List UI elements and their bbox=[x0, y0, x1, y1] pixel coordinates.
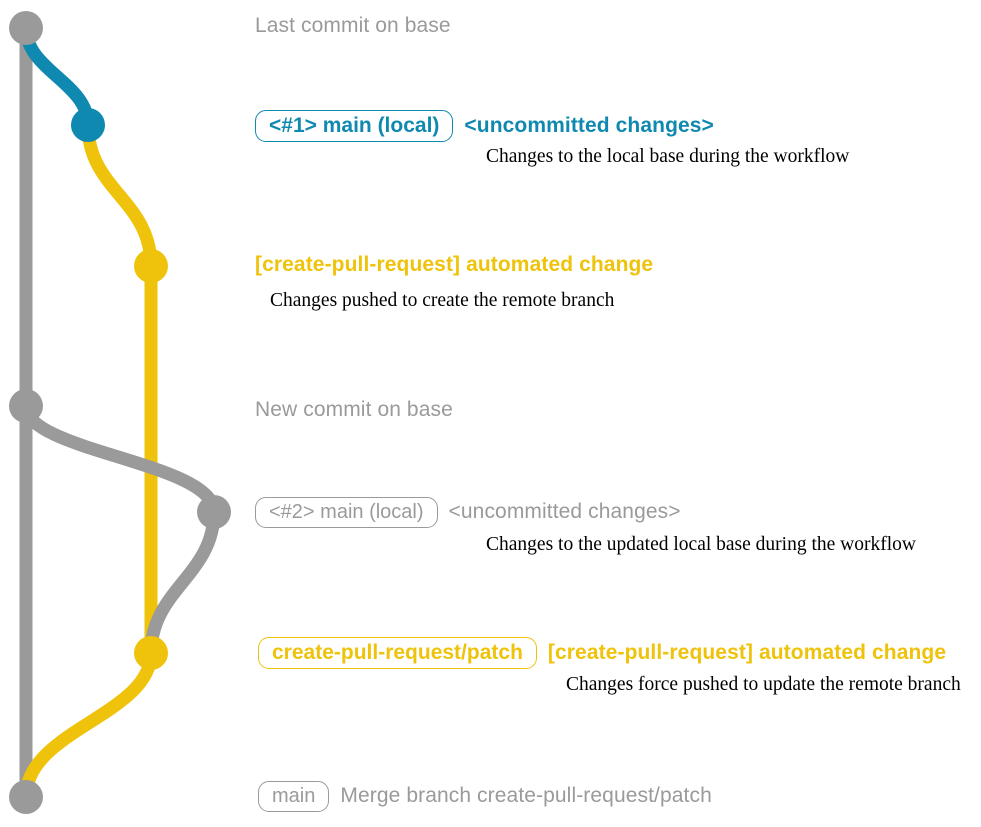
edge-local-branch-1 bbox=[19, 21, 95, 132]
commit-title: Last commit on base bbox=[255, 14, 451, 37]
edge-remote-merge bbox=[19, 646, 158, 804]
commit-node-base-new[interactable] bbox=[9, 389, 43, 423]
commit-title: Merge branch create-pull-request/patch bbox=[340, 784, 712, 807]
edge-local-branch-2 bbox=[19, 399, 221, 519]
commit-row-remote-1: [create-pull-request] automated change bbox=[255, 253, 653, 277]
commit-row-base-top: Last commit on base bbox=[255, 14, 451, 38]
commit-row-merge: main Merge branch create-pull-request/pa… bbox=[258, 781, 712, 812]
commit-node-local-2[interactable] bbox=[197, 495, 231, 529]
commit-title: [create-pull-request] automated change bbox=[255, 253, 654, 276]
commit-row-remote-2: create-pull-request/patch [create-pull-r… bbox=[258, 637, 946, 669]
ref-tag-create-pull-request-patch[interactable]: create-pull-request/patch bbox=[258, 637, 537, 669]
edge-local-2-to-remote bbox=[144, 505, 221, 660]
commit-description: Changes pushed to create the remote bran… bbox=[270, 290, 615, 311]
commit-description: Changes to the local base during the wor… bbox=[486, 146, 850, 167]
ref-tag-main-local-2[interactable]: <#2> main (local) bbox=[255, 497, 438, 528]
commit-description: Changes force pushed to update the remot… bbox=[566, 674, 961, 695]
commit-row-local-2: <#2> main (local) <uncommitted changes> bbox=[255, 497, 681, 528]
commit-node-base-top[interactable] bbox=[9, 11, 43, 45]
commit-row-local-1: <#1> main (local) <uncommitted changes> bbox=[255, 110, 714, 142]
commit-title: [create-pull-request] automated change bbox=[547, 641, 947, 664]
edge-remote-branch-1 bbox=[81, 118, 158, 273]
commit-title: <uncommitted changes> bbox=[448, 500, 681, 523]
commit-node-remote-1[interactable] bbox=[134, 249, 168, 283]
ref-tag-main[interactable]: main bbox=[258, 781, 330, 812]
commit-row-base-new: New commit on base bbox=[255, 398, 453, 422]
commit-title: New commit on base bbox=[255, 398, 453, 421]
commit-node-remote-2[interactable] bbox=[134, 636, 168, 670]
commit-node-local-1[interactable] bbox=[71, 108, 105, 142]
commit-description: Changes to the updated local base during… bbox=[486, 534, 916, 555]
commit-node-merge[interactable] bbox=[9, 780, 43, 814]
ref-tag-main-local-1[interactable]: <#1> main (local) bbox=[255, 110, 454, 142]
commit-title: <uncommitted changes> bbox=[464, 114, 714, 137]
